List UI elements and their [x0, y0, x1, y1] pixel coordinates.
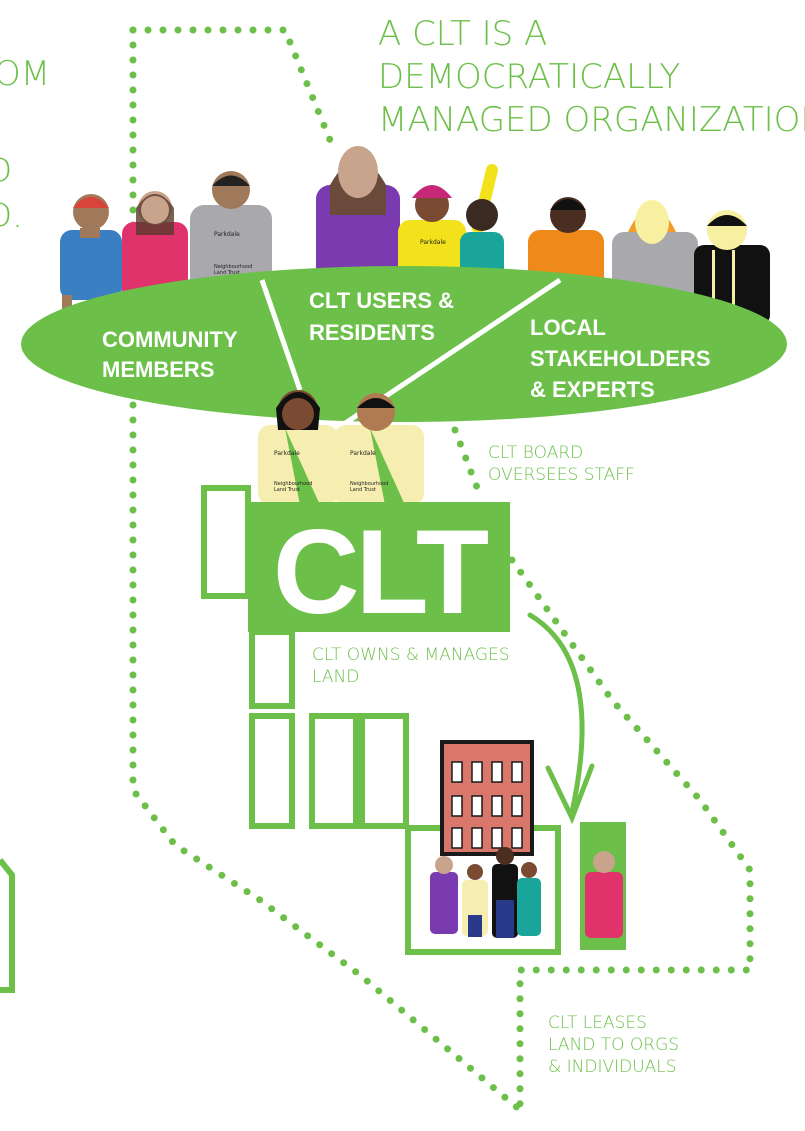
membership-ellipse: [21, 266, 787, 422]
clt-logo-block: [248, 502, 510, 632]
person-icon: [462, 864, 488, 937]
clt-logo-text: CLT: [273, 505, 489, 639]
person-icon: [492, 847, 518, 938]
person-icon: Parkdale Neighbourhood Land Trust: [258, 390, 338, 505]
local-label-1: LOCAL: [530, 315, 606, 340]
users-label-2: RESIDENTS: [309, 320, 435, 345]
header-line1: A CLT IS A: [378, 14, 547, 54]
community-label-2: MEMBERS: [102, 357, 214, 382]
svg-text:Parkdale: Parkdale: [274, 450, 300, 457]
svg-text:Parkdale: Parkdale: [350, 450, 376, 457]
person-icon: [517, 862, 541, 936]
board-members: Parkdale Neighbourhood Land Trust Parkda…: [258, 390, 424, 505]
svg-text:Neighbourhood: Neighbourhood: [214, 264, 252, 270]
header-line2: DEMOCRATICALLY: [378, 57, 680, 97]
owns-caption-2: LAND: [312, 667, 359, 687]
local-label-3: & EXPERTS: [530, 377, 655, 402]
left-fragments: OM D D.: [0, 54, 50, 236]
left-fragment-3: D.: [0, 196, 23, 236]
owns-caption: CLT OWNS & MANAGES LAND: [312, 645, 510, 687]
arrow-icon: [527, 612, 595, 825]
land-boundary: [129, 26, 754, 1114]
svg-text:Land Trust: Land Trust: [274, 487, 300, 493]
leases-caption-3: & INDIVIDUALS: [548, 1057, 677, 1077]
person-icon: [585, 851, 623, 938]
left-fragment-1: OM: [0, 54, 50, 94]
users-label-1: CLT USERS &: [309, 288, 454, 313]
owns-caption-1: CLT OWNS & MANAGES: [312, 645, 510, 665]
svg-text:Neighbourhood: Neighbourhood: [350, 481, 388, 487]
community-label-1: COMMUNITY: [102, 327, 238, 352]
leases-caption-1: CLT LEASES: [548, 1013, 647, 1033]
partial-house-outline: [0, 858, 15, 993]
leases-caption: CLT LEASES LAND TO ORGS & INDIVIDUALS: [548, 1013, 679, 1077]
group-labels: COMMUNITY MEMBERS CLT USERS & RESIDENTS …: [102, 288, 711, 402]
svg-text:Parkdale: Parkdale: [420, 239, 446, 246]
person-icon: [60, 194, 122, 325]
local-label-2: STAKEHOLDERS: [530, 346, 711, 371]
person-icon: Parkdale Neighbourhood Land Trust: [334, 393, 424, 505]
svg-text:Land Trust: Land Trust: [214, 270, 240, 276]
resident-people: [430, 847, 541, 938]
person-icon: [122, 191, 188, 302]
building-icon: [440, 740, 534, 856]
svg-text:Neighbourhood: Neighbourhood: [274, 481, 312, 487]
left-fragment-2: D: [0, 151, 12, 191]
board-caption: CLT BOARD OVERSEES STAFF: [488, 443, 635, 485]
board-caption-2: OVERSEES STAFF: [488, 465, 635, 485]
leases-caption-2: LAND TO ORGS: [548, 1035, 679, 1055]
svg-text:Parkdale: Parkdale: [214, 231, 240, 238]
board-caption-1: CLT BOARD: [488, 443, 583, 463]
svg-text:Land Trust: Land Trust: [350, 487, 376, 493]
header-text: A CLT IS A DEMOCRATICALLY MANAGED ORGANI…: [378, 14, 805, 140]
header-line3: MANAGED ORGANIZATION: [378, 100, 805, 140]
person-icon: [430, 856, 458, 934]
